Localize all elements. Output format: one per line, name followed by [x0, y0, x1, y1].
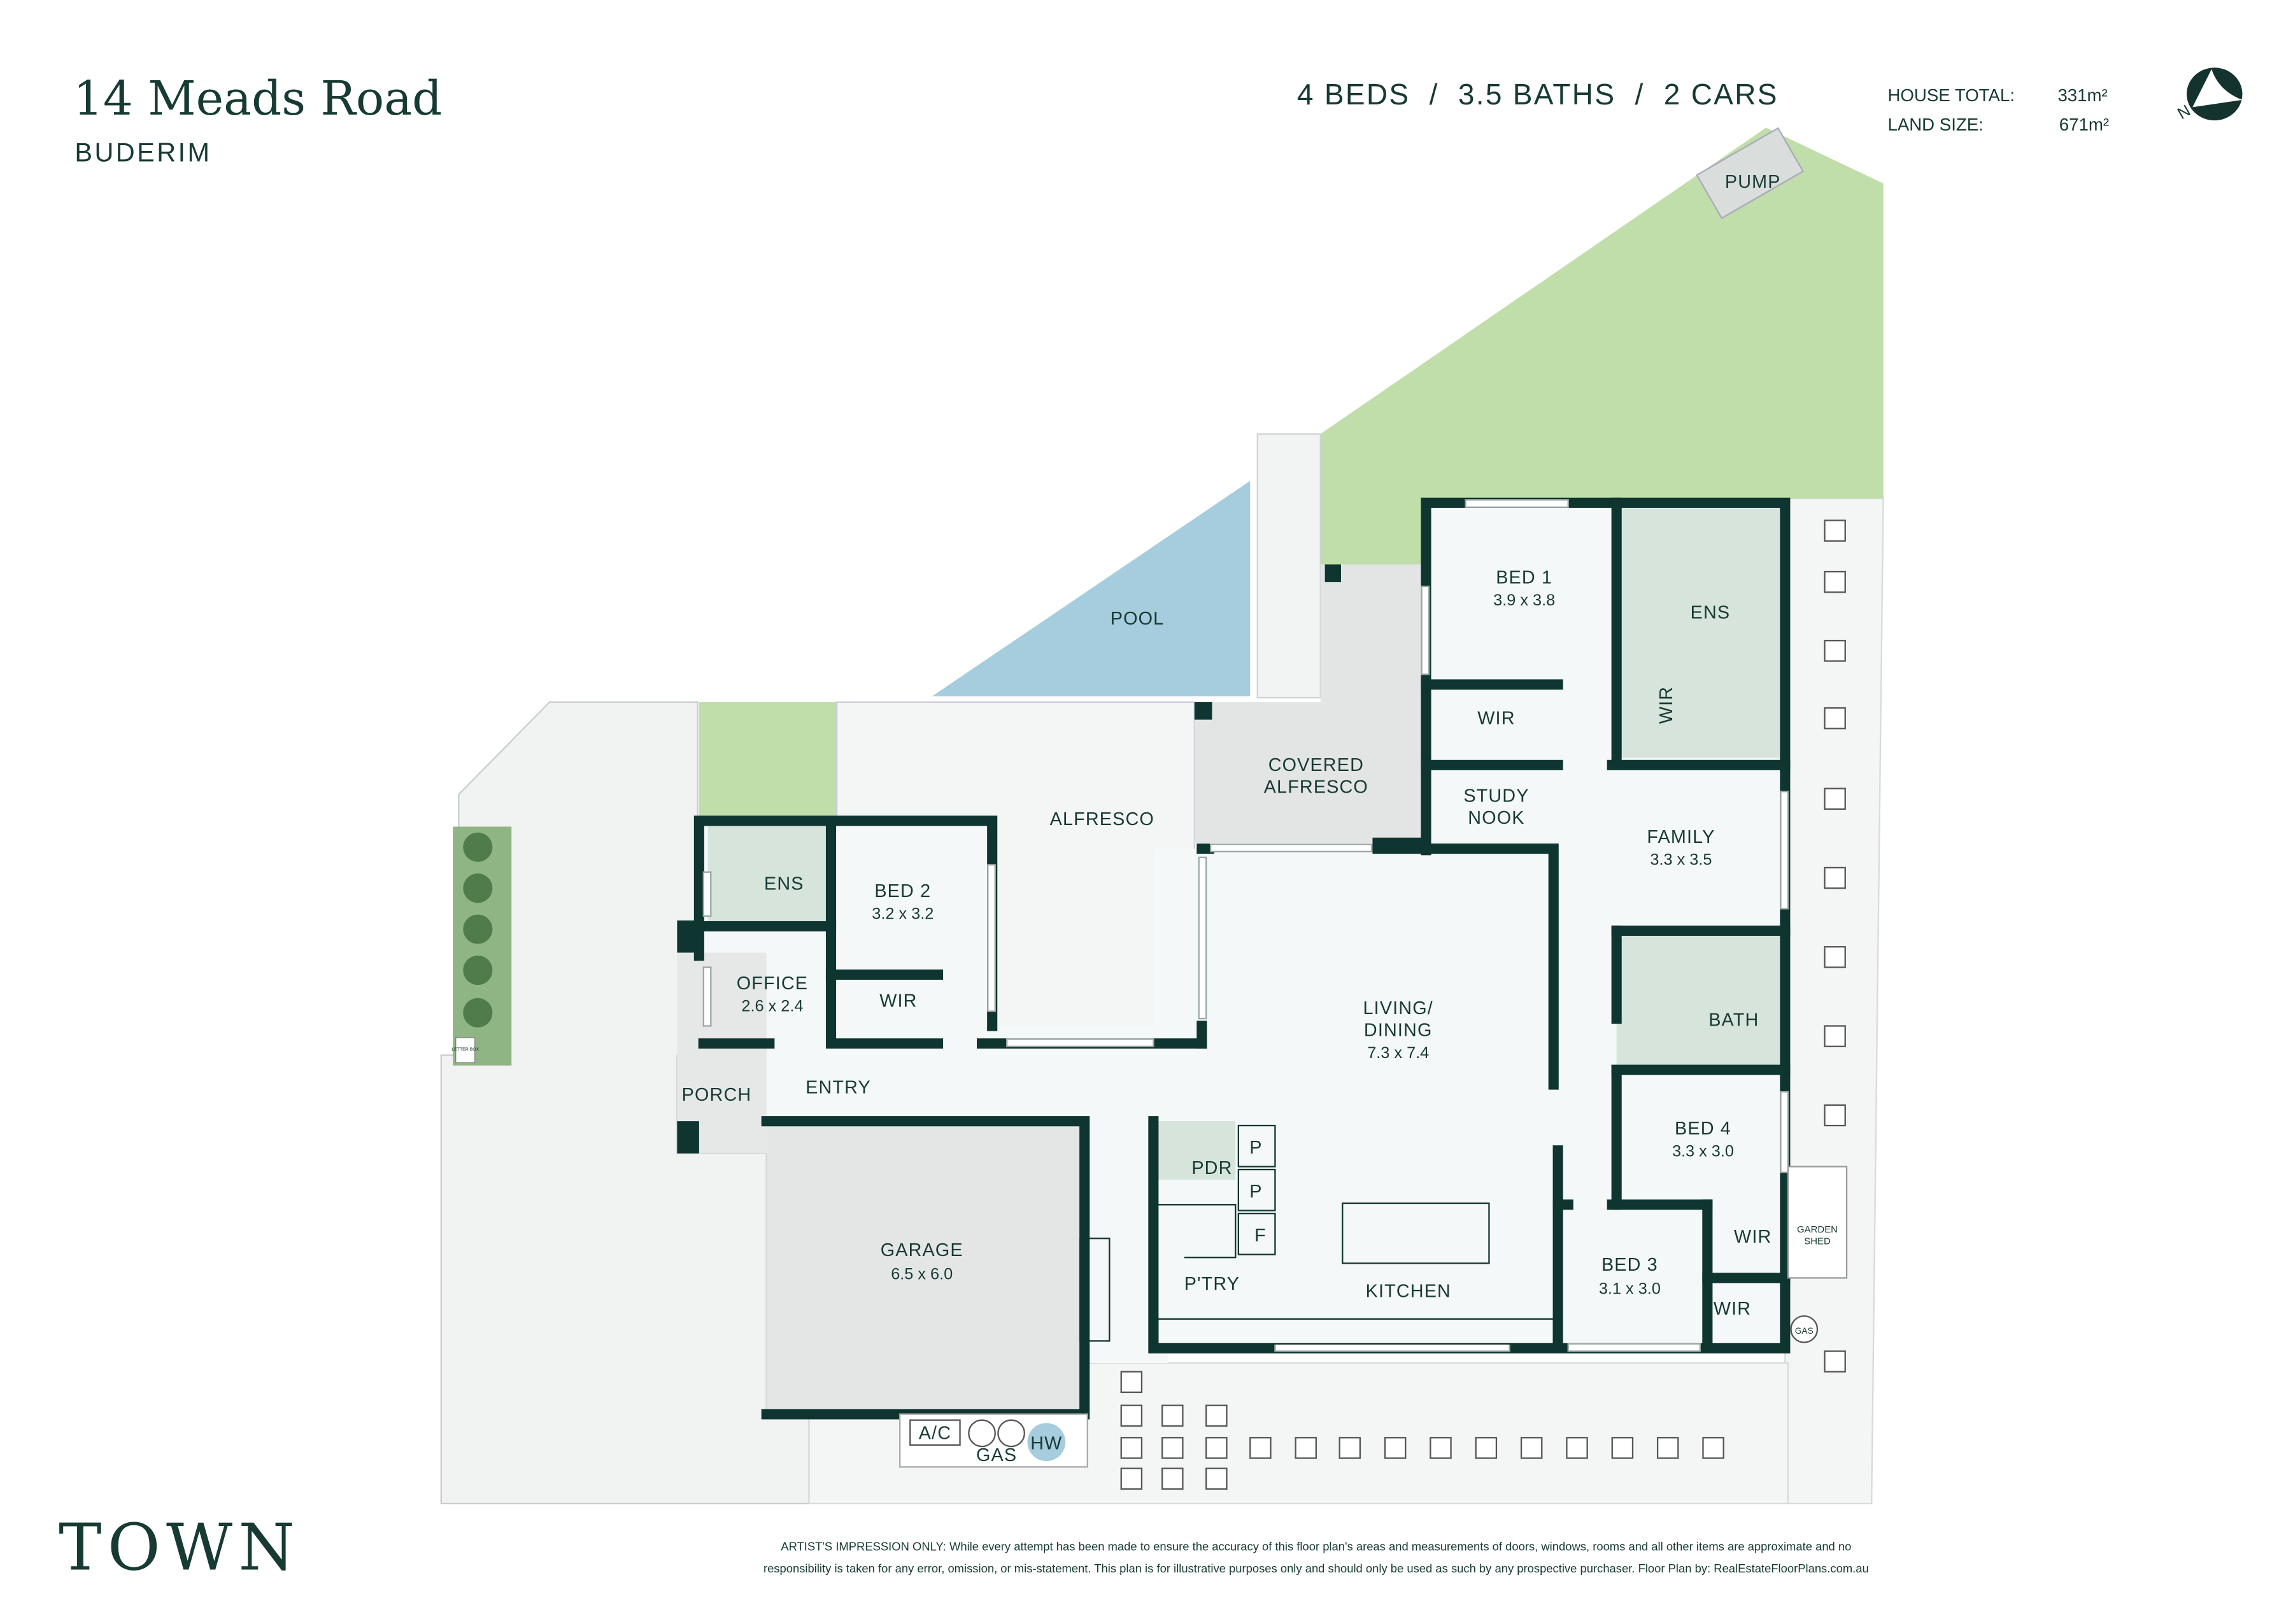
kitchen-fixtures: [1079, 1124, 1554, 1345]
label-ens2: ENS: [764, 873, 804, 894]
label-office: OFFICE: [737, 973, 808, 994]
label-ac: A/C: [919, 1423, 951, 1444]
svg-text:NOOK: NOOK: [1468, 808, 1524, 828]
label-wir4: WIR: [1734, 1227, 1771, 1247]
suburb: BUDERIM: [75, 138, 211, 167]
brand-logo: TOWN: [59, 1509, 301, 1585]
svg-text:LETTER BOX: LETTER BOX: [451, 1048, 479, 1052]
hedge-plants: [463, 832, 493, 1027]
land-size-label: LAND SIZE:: [1887, 115, 1983, 134]
label-bath: BATH: [1708, 1010, 1759, 1031]
small-lawn: [699, 702, 837, 817]
svg-text:SHED: SHED: [1804, 1236, 1831, 1246]
svg-text:3.3 x 3.0: 3.3 x 3.0: [1672, 1142, 1734, 1160]
house-total-label: HOUSE TOTAL:: [1887, 85, 2014, 105]
windows: [702, 499, 1789, 1352]
gas-meter: GAS: [1795, 1326, 1814, 1336]
svg-text:P: P: [1249, 1138, 1262, 1158]
label-wir3: WIR: [1714, 1299, 1751, 1319]
label-alfresco: ALFRESCO: [1050, 809, 1154, 830]
svg-text:7.3 x 7.4: 7.3 x 7.4: [1367, 1044, 1429, 1062]
svg-text:3.1 x 3.0: 3.1 x 3.0: [1599, 1280, 1661, 1298]
label-hw: HW: [1030, 1434, 1062, 1454]
address-title: 14 Meads Road: [73, 72, 442, 126]
covered-alfresco: [1194, 564, 1422, 843]
label-pump: PUMP: [1725, 172, 1781, 192]
label-wir2: WIR: [879, 991, 917, 1012]
land-size-value: 671m²: [2059, 115, 2109, 134]
label-pantry: P'TRY: [1184, 1274, 1240, 1294]
svg-text:DINING: DINING: [1364, 1020, 1433, 1041]
label-wir1b: WIR: [1656, 686, 1677, 724]
svg-text:6.5 x 6.0: 6.5 x 6.0: [891, 1266, 953, 1283]
label-pool: POOL: [1111, 609, 1165, 629]
svg-text:ALFRESCO: ALFRESCO: [1264, 777, 1368, 798]
svg-text:3.9 x 3.8: 3.9 x 3.8: [1493, 591, 1555, 609]
north-arrow-icon: N: [2175, 67, 2243, 123]
label-bed4: BED 4: [1675, 1119, 1731, 1139]
label-gas: GAS: [976, 1445, 1017, 1465]
bathroom: [1616, 935, 1781, 1066]
pool-deck: [1256, 433, 1321, 699]
label-bed2: BED 2: [874, 881, 931, 901]
svg-text:COVERED: COVERED: [1268, 755, 1364, 775]
letterbox: [455, 1037, 476, 1063]
house-total-value: 331m²: [2057, 85, 2107, 105]
pump-box: [1696, 127, 1805, 220]
property-summary: 4 BEDS / 3.5 BATHS / 2 CARS: [1297, 78, 1778, 111]
lawn: [1320, 127, 1884, 565]
label-pdr: PDR: [1191, 1158, 1232, 1178]
pool: [932, 481, 1251, 696]
label-living: LIVING/: [1363, 998, 1433, 1019]
powder-room: [1158, 1121, 1236, 1180]
disclaimer-line-1: ARTIST'S IMPRESSION ONLY: While every at…: [781, 1540, 1851, 1553]
label-family: FAMILY: [1647, 827, 1715, 847]
label-study: STUDY: [1463, 786, 1529, 806]
svg-text:3.2 x 3.2: 3.2 x 3.2: [872, 905, 934, 923]
svg-text:3.3 x 3.5: 3.3 x 3.5: [1650, 851, 1712, 868]
porch: [677, 952, 767, 1154]
label-garage: GARAGE: [881, 1240, 963, 1260]
disclaimer-line-2: responsibility is taken for any error, o…: [763, 1562, 1869, 1575]
label-kitchen: KITCHEN: [1366, 1281, 1451, 1301]
label-bed1: BED 1: [1496, 567, 1552, 588]
svg-text:F: F: [1254, 1225, 1267, 1246]
hedge: [453, 826, 512, 1066]
garden-shed: [1787, 1166, 1848, 1279]
svg-text:P: P: [1249, 1182, 1262, 1202]
label-entry: ENTRY: [806, 1077, 871, 1098]
ensuite-2: [707, 825, 832, 927]
label-wir1: WIR: [1477, 708, 1515, 728]
svg-text:GARDEN: GARDEN: [1797, 1224, 1838, 1235]
ensuite-1: [1616, 507, 1781, 758]
svg-text:2.6 x 2.4: 2.6 x 2.4: [741, 998, 803, 1015]
label-ens1: ENS: [1691, 603, 1731, 623]
stepping-stones: [1120, 519, 1846, 1490]
garage: [766, 1121, 1081, 1410]
label-bed3: BED 3: [1601, 1255, 1658, 1275]
label-porch: PORCH: [682, 1085, 752, 1105]
